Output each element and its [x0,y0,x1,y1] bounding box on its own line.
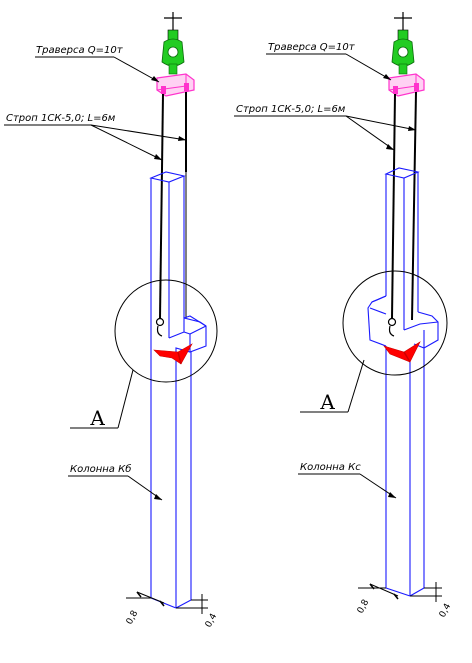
left-base-dimensions [126,591,208,614]
left-column [149,171,207,609]
left-traverse-beam [156,73,195,97]
right-dim-width: 0,8 [356,598,372,616]
left-dim-width: 0,8 [125,609,141,627]
left-grip-device [153,343,193,365]
left-section-label: А [90,406,105,430]
right-traverse-label: Траверса Q=10т [268,42,356,53]
left-detail-circle [114,279,218,383]
right-dim-depth: 0,4 [438,602,454,620]
right-detail-circle [342,270,448,376]
left-leaders [4,56,187,501]
right-sling-label: Строп 1СК-5,0; L=6м [236,104,346,115]
right-column-label: Колонна Кс [300,462,361,473]
left-dim-depth: 0,4 [204,612,220,630]
right-assembly: Траверса Q=10т Строп 1СК-5,0; L=6м А Кол… [234,12,453,619]
left-slings [155,92,187,337]
left-sling-label: Строп 1СК-5,0; L=6м [6,113,116,124]
left-traverse-label: Траверса Q=10т [36,45,124,56]
right-crane-hook [391,12,415,75]
right-traverse-beam [388,73,425,97]
left-column-label: Колонна Кб [70,463,131,475]
right-base-dimensions [358,582,442,602]
right-section-label: А [320,390,335,414]
right-column [367,167,439,597]
left-assembly: Траверса Q=10т Строп 1СК-5,0; L=6м А Кол… [4,12,219,629]
right-grip-device [383,341,421,363]
right-leaders [234,53,417,499]
left-crane-hook [161,12,185,75]
